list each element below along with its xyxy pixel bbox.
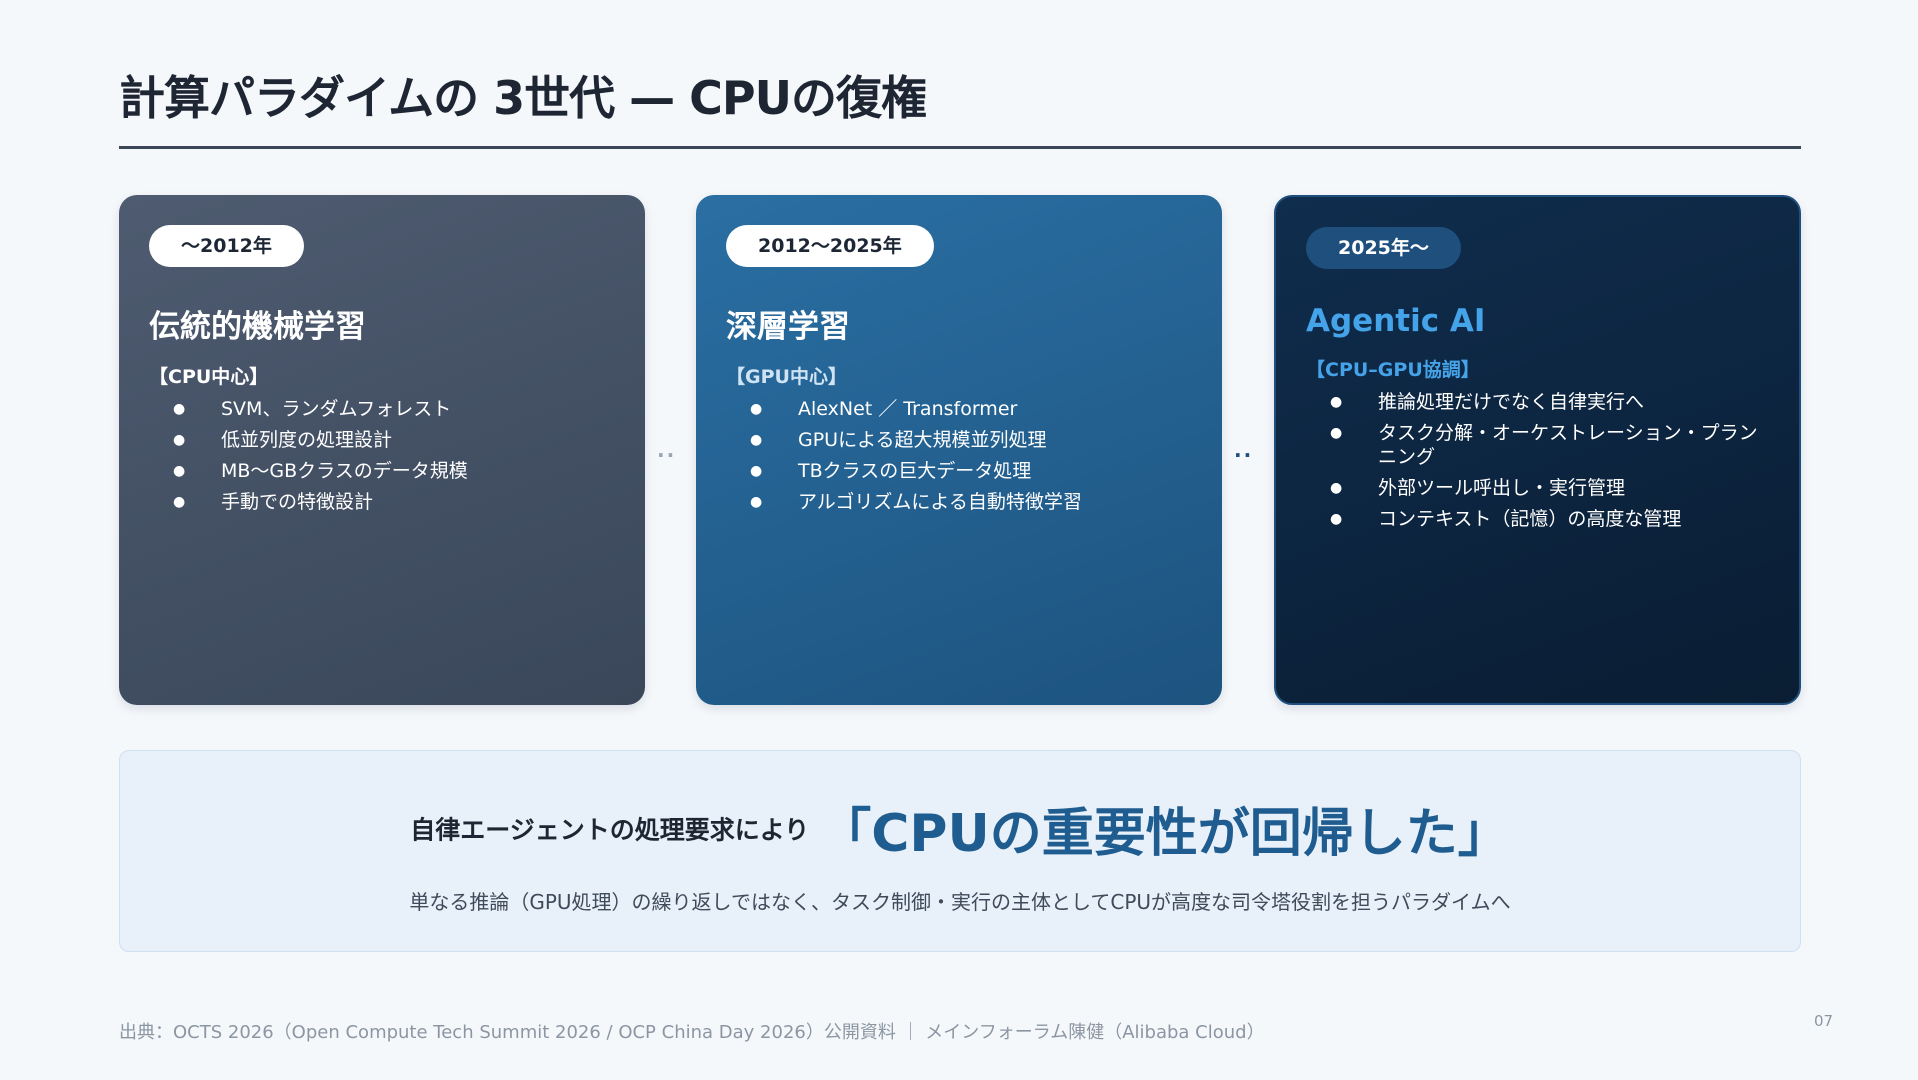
summary-subtext: 単なる推論（GPU処理）の繰り返しではなく、タスク制御・実行の主体としてCPUが… <box>409 890 1511 914</box>
bullet-icon: ● <box>750 401 763 417</box>
slide-title: 計算パラダイムの 3世代 — CPUの復権 <box>119 71 927 125</box>
bullet-icon: ● <box>750 463 763 479</box>
list-item: ●外部ツール呼出し・実行管理 <box>1330 477 1626 499</box>
bullet-icon: ● <box>1330 394 1343 410</box>
footer-source: 出典：OCTS 2026（Open Compute Tech Summit 20… <box>119 1022 1265 1043</box>
bullet-icon: ● <box>173 401 186 417</box>
bullet-icon: ● <box>173 494 186 510</box>
bullet-icon: ● <box>1330 511 1343 527</box>
list-item: ●低並列度の処理設計 <box>173 429 393 451</box>
title-divider <box>119 146 1801 149</box>
list-item: ●SVM、ランダムフォレスト <box>173 398 452 420</box>
card-tag: 【CPU中心】 <box>149 366 269 388</box>
list-item: ●GPUによる超大規模並列処理 <box>750 429 1047 451</box>
page-number: 07 <box>1814 1012 1834 1030</box>
bullet-list: ●SVM、ランダムフォレスト ●低並列度の処理設計 ●MB〜GBクラスのデータ規… <box>149 397 615 514</box>
summary-lead-text: 自律エージェントの処理要求により <box>410 815 810 845</box>
bullet-icon: ● <box>1330 425 1343 441</box>
era-badge: 〜2012年 <box>149 225 304 267</box>
bullet-icon: ● <box>173 432 186 448</box>
card-agentic-ai: 2025年〜 Agentic AI 【CPU–GPU協調】 ●推論処理だけでなく… <box>1274 195 1801 705</box>
card-traditional-ml: 〜2012年 伝統的機械学習 【CPU中心】 ●SVM、ランダムフォレスト ●低… <box>119 195 645 705</box>
list-item: ●MB〜GBクラスのデータ規模 <box>173 460 468 482</box>
list-item: ●タスク分解・オーケストレーション・プランニング <box>1330 422 1758 468</box>
list-item: ●コンテキスト（記憶）の高度な管理 <box>1330 508 1682 530</box>
era-cards: 〜2012年 伝統的機械学習 【CPU中心】 ●SVM、ランダムフォレスト ●低… <box>119 195 1801 705</box>
list-item: ●推論処理だけでなく自律実行へ <box>1330 391 1645 413</box>
card-tag: 【CPU–GPU協調】 <box>1306 359 1480 381</box>
bullet-icon: ● <box>750 432 763 448</box>
list-item: ●AlexNet ／ Transformer <box>750 398 1018 420</box>
list-item: ●アルゴリズムによる自動特徴学習 <box>750 491 1082 513</box>
summary-headline: 「CPUの重要性が回帰した」 <box>819 804 1510 864</box>
connector-dots: ·· <box>657 443 677 467</box>
bullet-icon: ● <box>1330 480 1343 496</box>
list-item: ●TBクラスの巨大データ処理 <box>750 460 1032 482</box>
card-title: 伝統的機械学習 <box>149 309 366 345</box>
bullet-icon: ● <box>173 463 186 479</box>
era-badge: 2012〜2025年 <box>726 225 934 267</box>
card-tag: 【GPU中心】 <box>726 366 847 388</box>
card-deep-learning: 2012〜2025年 深層学習 【GPU中心】 ●AlexNet ／ Trans… <box>696 195 1222 705</box>
bullet-list: ●推論処理だけでなく自律実行へ ●タスク分解・オーケストレーション・プランニング… <box>1306 390 1769 531</box>
card-title: 深層学習 <box>726 309 850 345</box>
bullet-icon: ● <box>750 494 763 510</box>
summary-lead: 自律エージェントの処理要求により「CPUの重要性が回帰した」 <box>120 791 1800 866</box>
era-badge: 2025年〜 <box>1306 227 1461 269</box>
card-title: Agentic AI <box>1306 303 1486 339</box>
connector-dots: ·· <box>1234 443 1254 467</box>
bullet-list: ●AlexNet ／ Transformer ●GPUによる超大規模並列処理 ●… <box>726 397 1192 514</box>
summary-box: 自律エージェントの処理要求により「CPUの重要性が回帰した」 単なる推論（GPU… <box>119 750 1801 952</box>
list-item: ●手動での特徴設計 <box>173 491 374 513</box>
